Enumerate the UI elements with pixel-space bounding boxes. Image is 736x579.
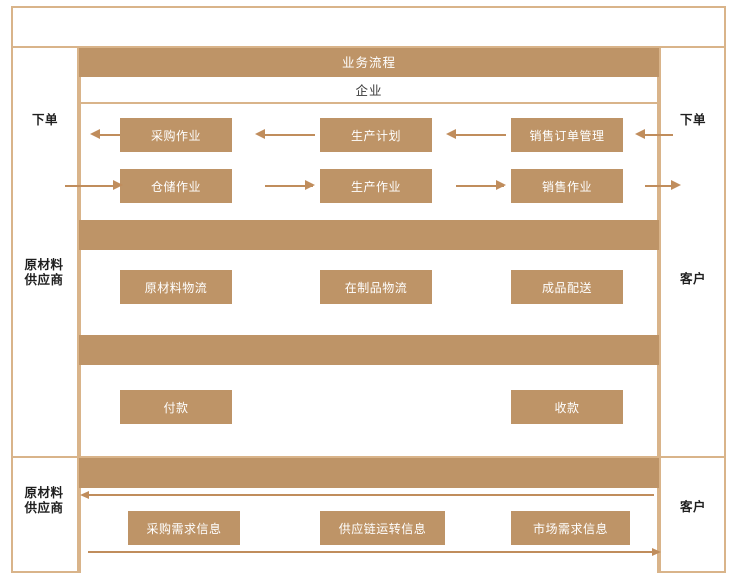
information-arrow-head-rightward [652, 548, 661, 556]
process-box-production-plan[interactable]: 生产计划 [320, 118, 432, 152]
cashflow-box-payment[interactable]: 付款 [120, 390, 232, 424]
cashflow-separator-band [79, 335, 659, 365]
cashflow-box-label: 付款 [163, 400, 189, 415]
cashflow-box-label: 收款 [554, 400, 580, 415]
logistics-separator-band [79, 220, 659, 250]
arrow-head-warehousing-to-production [305, 180, 315, 190]
right-label-place-order: 下单 [662, 113, 724, 128]
arrow-line-sales-to-customer [645, 185, 677, 187]
information-box-label: 采购需求信息 [146, 521, 222, 536]
right-label-customer-text: 客户 [679, 272, 706, 286]
arrow-head-sales-to-plan [446, 129, 456, 139]
business-process-title: 业务流程 [341, 56, 396, 70]
right-label-customer2-text: 客户 [679, 500, 706, 514]
left-label-supplier-line1: 原材料 [24, 258, 64, 272]
right-column-divider [659, 46, 661, 573]
entity-row: 企业 [79, 77, 659, 104]
entity-label: 企业 [355, 84, 383, 98]
process-box-label: 生产作业 [350, 179, 401, 194]
arrow-line-warehousing-to-production [265, 185, 313, 187]
cashflow-box-receipt[interactable]: 收款 [511, 390, 623, 424]
arrow-line-plan-to-procurement [265, 134, 315, 136]
left-label-raw-material-supplier: 原材料 供应商 [12, 258, 76, 288]
process-box-label: 仓储作业 [150, 179, 201, 194]
information-arrow-head-leftward [80, 491, 89, 499]
right-label-place-order-text: 下单 [679, 113, 706, 127]
information-arrow-line-leftward [88, 494, 654, 496]
arrow-head-supplier-to-warehousing [113, 180, 123, 190]
information-box-label: 市场需求信息 [532, 521, 608, 536]
left-column-divider [77, 46, 79, 573]
logistics-box-raw-material[interactable]: 原材料物流 [120, 270, 232, 304]
information-separator-band [79, 458, 659, 488]
arrow-head-procurement-to-supplier [90, 129, 100, 139]
process-box-label: 采购作业 [150, 128, 201, 143]
left-label-supplier-line2: 供应商 [24, 273, 64, 287]
left-label-supplier2-line1: 原材料 [24, 486, 64, 500]
arrow-line-procurement-to-supplier [100, 134, 120, 136]
information-arrow-line-rightward [88, 551, 654, 553]
information-box-market-demand[interactable]: 市场需求信息 [511, 511, 630, 545]
arrow-head-plan-to-procurement [255, 129, 265, 139]
logistics-box-label: 原材料物流 [144, 280, 208, 295]
process-box-production[interactable]: 生产作业 [320, 169, 432, 203]
information-box-supply-chain-operation[interactable]: 供应链运转信息 [320, 511, 445, 545]
left-label-supplier2-line2: 供应商 [24, 501, 64, 515]
arrow-head-customer-order-in [635, 129, 645, 139]
process-box-sales[interactable]: 销售作业 [511, 169, 623, 203]
top-strip-divider [11, 46, 726, 48]
logistics-box-label: 成品配送 [541, 280, 592, 295]
information-box-procurement-demand[interactable]: 采购需求信息 [128, 511, 240, 545]
process-box-label: 销售订单管理 [529, 128, 605, 143]
business-process-band: 业务流程 [79, 48, 659, 77]
process-box-sales-order-management[interactable]: 销售订单管理 [511, 118, 623, 152]
logistics-box-label: 在制品物流 [344, 280, 408, 295]
left-label-place-order-text: 下单 [31, 113, 58, 127]
left-label-raw-material-supplier-2: 原材料 供应商 [12, 486, 76, 516]
process-box-label: 销售作业 [541, 179, 592, 194]
right-label-customer-2: 客户 [662, 500, 724, 515]
information-box-label: 供应链运转信息 [338, 521, 427, 536]
process-box-procurement[interactable]: 采购作业 [120, 118, 232, 152]
logistics-box-wip[interactable]: 在制品物流 [320, 270, 432, 304]
arrow-head-production-to-sales [496, 180, 506, 190]
right-label-customer: 客户 [662, 272, 724, 287]
arrow-line-supplier-to-warehousing [65, 185, 113, 187]
process-box-label: 生产计划 [350, 128, 401, 143]
information-section-divider [11, 456, 726, 458]
logistics-box-finished-goods[interactable]: 成品配送 [511, 270, 623, 304]
process-box-warehousing[interactable]: 仓储作业 [120, 169, 232, 203]
arrow-line-sales-to-plan [456, 134, 506, 136]
left-label-place-order: 下单 [14, 113, 76, 128]
arrow-head-sales-to-customer [671, 180, 681, 190]
arrow-line-production-to-sales [456, 185, 504, 187]
arrow-line-customer-order-in [645, 134, 673, 136]
